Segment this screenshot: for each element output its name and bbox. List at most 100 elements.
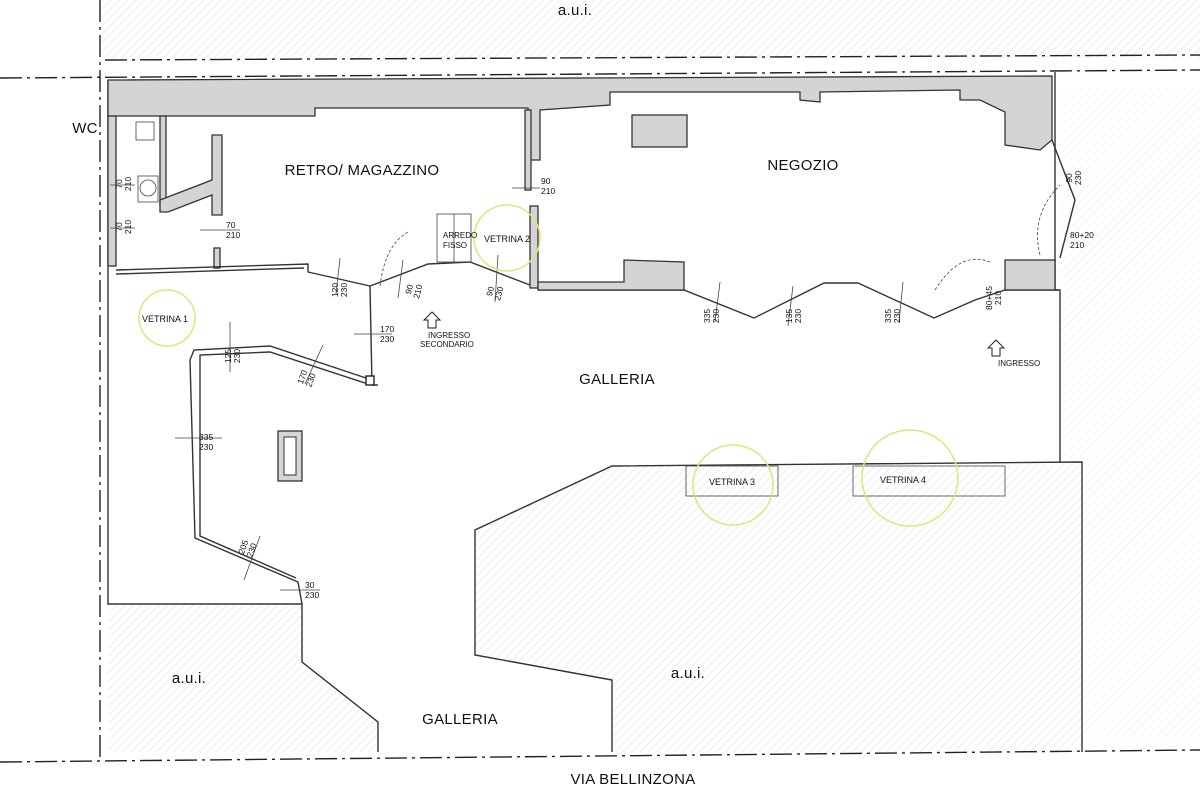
- dim-d-wc-2: 70 210: [114, 220, 133, 234]
- svg-text:210: 210: [541, 186, 555, 196]
- dim-tick: [787, 285, 794, 327]
- aui-left-area: [108, 604, 378, 752]
- dim-tick: [335, 257, 341, 295]
- svg-text:30: 30: [305, 580, 315, 590]
- dim-tick: [494, 254, 499, 303]
- negozio-pillar-left: [537, 259, 685, 291]
- svg-text:210: 210: [1070, 240, 1084, 250]
- svg-text:335: 335: [702, 309, 712, 323]
- retro-south-wall-inner: [115, 267, 305, 275]
- svg-text:205: 205: [236, 538, 250, 555]
- vetrina3-box: [685, 465, 779, 497]
- dim-tick: [397, 259, 404, 299]
- svg-text:210: 210: [411, 283, 424, 300]
- aui-left-label: a.u.i.: [172, 670, 206, 687]
- negozio-right-wall: [1051, 139, 1076, 259]
- right-strip-area: [1060, 88, 1200, 738]
- svg-text:230: 230: [199, 442, 213, 452]
- svg-text:90: 90: [403, 283, 415, 295]
- svg-text:125: 125: [223, 349, 233, 363]
- dim-d-205: 205 230: [236, 538, 259, 558]
- svg-text:335: 335: [883, 309, 893, 323]
- svg-text:70: 70: [226, 220, 236, 230]
- vetrina4-box: [852, 465, 1006, 497]
- vetrina3-label: VETRINA 3: [709, 477, 755, 487]
- svg-text:170: 170: [295, 368, 309, 385]
- wc-partition: [159, 115, 167, 207]
- svg-text:210: 210: [993, 291, 1003, 305]
- retro-label: RETRO/ MAGAZZINO: [285, 162, 440, 179]
- street-label: VIA BELLINZONA: [570, 771, 695, 788]
- svg-text:230: 230: [711, 309, 721, 323]
- vetrina1-circle: [138, 289, 196, 347]
- dim-d-335-left: 335 230: [199, 432, 213, 452]
- aui-top-label: a.u.i.: [558, 2, 592, 19]
- svg-text:230: 230: [304, 371, 318, 388]
- svg-text:210: 210: [226, 230, 240, 240]
- vetrina4-circle: [861, 429, 959, 527]
- svg-text:170: 170: [380, 324, 394, 334]
- vetrina1-label: VETRINA 1: [142, 314, 188, 324]
- svg-text:230: 230: [380, 334, 394, 344]
- svg-text:90: 90: [541, 176, 551, 186]
- dim-d-retro-door: 70 210: [226, 220, 240, 240]
- ingresso-arrow-icon: [986, 339, 1006, 357]
- vetrina2-label: VETRINA 2: [484, 234, 530, 244]
- top-wall-band: [107, 75, 1053, 161]
- aui-top-area: [100, 0, 1200, 58]
- wc-toilet: [139, 179, 157, 197]
- outer-wall-right: [1054, 72, 1061, 462]
- dim-tick: [714, 281, 721, 323]
- galleria-partition-inner: [199, 351, 369, 579]
- negozio-pillar-right: [1004, 259, 1056, 291]
- dim-d-door-90b: 90 230: [484, 285, 505, 302]
- dim-tick: [898, 281, 904, 323]
- door-swing-2: [1037, 184, 1061, 256]
- bottom-axis-line: [0, 749, 1200, 763]
- partition-post: [365, 375, 375, 386]
- svg-text:80+20: 80+20: [1070, 230, 1094, 240]
- outer-wall: [107, 80, 379, 752]
- galleria-label: GALLERIA: [579, 371, 655, 388]
- svg-text:120: 120: [330, 283, 340, 297]
- wc-wall: [107, 115, 117, 267]
- dim-d-neg-right-1: 90 230: [1064, 171, 1083, 185]
- door-swing-1: [379, 231, 409, 287]
- galleria-bottom-boundary: [474, 461, 1083, 752]
- dim-d-front-335a: 335 230: [702, 309, 721, 323]
- negozio-front-wall: [538, 282, 1058, 319]
- negozio-door-post: [524, 109, 532, 191]
- dim-d-neg-right-3: 80+45 210: [984, 286, 1003, 310]
- dim-d-negozio-door: 90 210: [541, 176, 555, 196]
- svg-text:210: 210: [123, 220, 133, 234]
- dim-d-wall-120: 120 230: [330, 283, 349, 297]
- vetrina2-post: [529, 205, 539, 289]
- vetrina2-circle: [473, 204, 541, 272]
- svg-text:230: 230: [1073, 171, 1083, 185]
- galleria-lower-label: GALLERIA: [422, 711, 498, 728]
- retro-partition: [159, 134, 223, 216]
- dim-d-125: 125 230: [223, 349, 242, 363]
- svg-text:210: 210: [123, 177, 133, 191]
- negozio-label: NEGOZIO: [767, 157, 838, 174]
- top-axis-line-2: [104, 54, 1200, 61]
- dim-d-neg-right-2: 80+20 210: [1070, 230, 1094, 250]
- svg-text:70: 70: [114, 222, 124, 232]
- svg-text:70: 70: [114, 179, 124, 189]
- svg-text:80+45: 80+45: [984, 286, 994, 310]
- fisso-label: FISSO: [443, 241, 467, 250]
- svg-text:230: 230: [232, 349, 242, 363]
- dim-d-wc-1: 70 210: [114, 177, 133, 191]
- svg-text:230: 230: [245, 541, 259, 558]
- svg-text:230: 230: [793, 309, 803, 323]
- svg-text:135: 135: [784, 309, 794, 323]
- arredo-label: ARREDO: [443, 231, 477, 240]
- dim-tick: [243, 535, 261, 581]
- dim-d-170b: 170 230: [295, 368, 318, 388]
- dim-d-front-335b: 335 230: [883, 309, 902, 323]
- retro-south-wall: [115, 263, 378, 386]
- svg-text:230: 230: [492, 285, 505, 302]
- galleria-partition: [189, 345, 373, 605]
- door-wall: [369, 261, 531, 287]
- dim-d-30: 30 230: [305, 580, 319, 600]
